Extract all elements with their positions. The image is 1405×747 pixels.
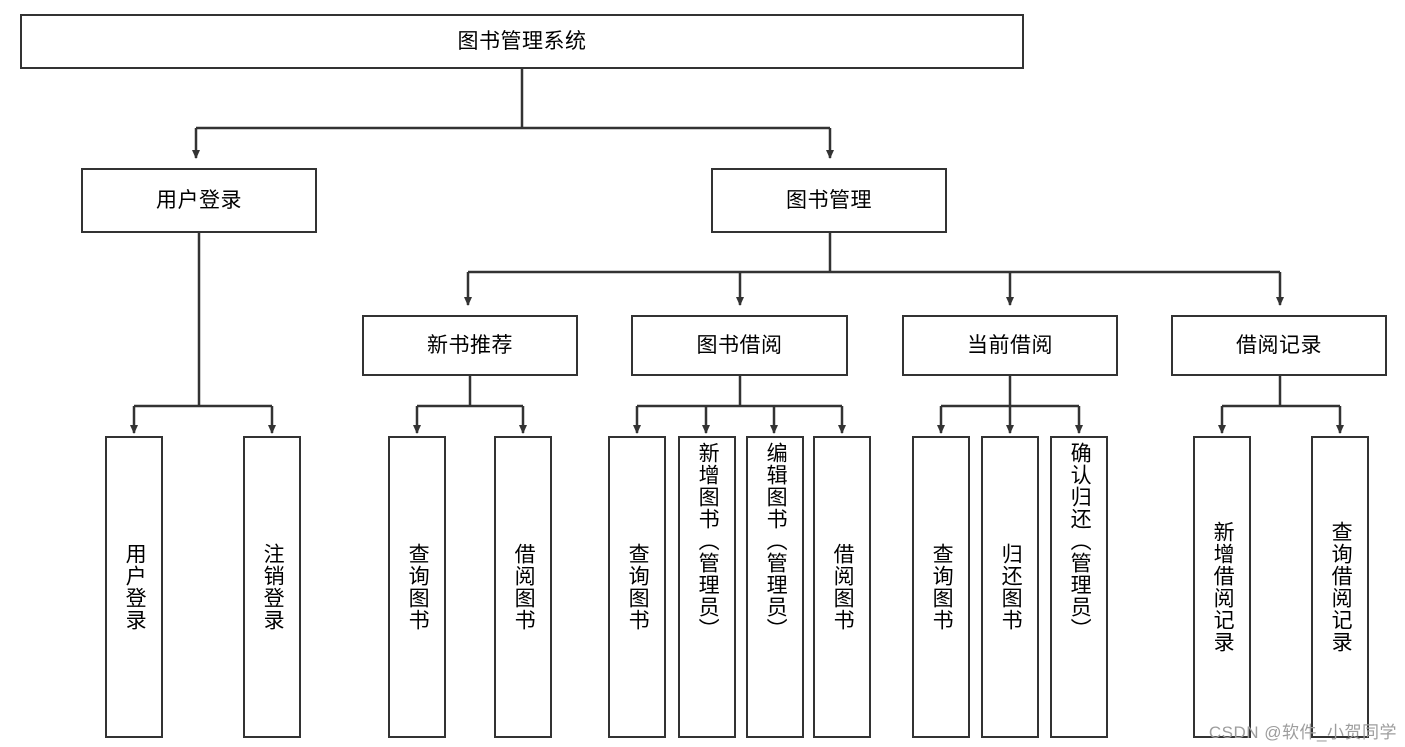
leaf-query-borrow-record[interactable]: 查询借阅记录 xyxy=(1311,436,1369,738)
node-label: 借阅图书 xyxy=(831,543,855,631)
leaf-add-book-admin[interactable]: 新增图书（管理员） xyxy=(678,436,736,738)
node-label: 编辑图书（管理员） xyxy=(764,442,788,640)
node-label: 新书推荐 xyxy=(427,333,513,357)
node-label: 用户登录 xyxy=(156,188,242,212)
node-label: 新增借阅记录 xyxy=(1211,521,1235,653)
node-current-borrow[interactable]: 当前借阅 xyxy=(902,315,1118,376)
leaf-query-book-recommend[interactable]: 查询图书 xyxy=(388,436,446,738)
node-label: 图书管理系统 xyxy=(457,29,587,53)
node-label: 借阅图书 xyxy=(512,543,536,631)
node-label: 查询图书 xyxy=(626,543,650,631)
node-borrow-record[interactable]: 借阅记录 xyxy=(1171,315,1387,376)
leaf-confirm-return-admin[interactable]: 确认归还（管理员） xyxy=(1050,436,1108,738)
node-label: 查询图书 xyxy=(406,543,430,631)
node-root-system[interactable]: 图书管理系统 xyxy=(20,14,1024,69)
leaf-borrow-book[interactable]: 借阅图书 xyxy=(813,436,871,738)
node-label: 查询图书 xyxy=(930,543,954,631)
leaf-query-book-current[interactable]: 查询图书 xyxy=(912,436,970,738)
node-label: 当前借阅 xyxy=(967,333,1053,357)
node-new-book-recommend[interactable]: 新书推荐 xyxy=(362,315,578,376)
leaf-user-logout[interactable]: 注销登录 xyxy=(243,436,301,738)
node-label: 图书管理 xyxy=(786,188,872,212)
leaf-return-book[interactable]: 归还图书 xyxy=(981,436,1039,738)
node-book-management[interactable]: 图书管理 xyxy=(711,168,947,233)
node-label: 图书借阅 xyxy=(696,333,783,357)
leaf-borrow-book-recommend[interactable]: 借阅图书 xyxy=(494,436,552,738)
node-label: 注销登录 xyxy=(261,543,285,631)
node-label: 新增图书（管理员） xyxy=(696,442,720,640)
node-label: 查询借阅记录 xyxy=(1329,521,1353,653)
node-label: 借阅记录 xyxy=(1236,333,1322,357)
node-label: 确认归还（管理员） xyxy=(1068,442,1092,640)
node-book-borrow[interactable]: 图书借阅 xyxy=(631,315,848,376)
leaf-edit-book-admin[interactable]: 编辑图书（管理员） xyxy=(746,436,804,738)
leaf-add-borrow-record[interactable]: 新增借阅记录 xyxy=(1193,436,1251,738)
watermark-text: CSDN @软件_小贺同学 xyxy=(1208,723,1397,742)
leaf-user-login[interactable]: 用户登录 xyxy=(105,436,163,738)
node-label: 用户登录 xyxy=(123,543,147,631)
leaf-query-book-borrow[interactable]: 查询图书 xyxy=(608,436,666,738)
node-label: 归还图书 xyxy=(999,543,1023,631)
node-user-login[interactable]: 用户登录 xyxy=(81,168,317,233)
